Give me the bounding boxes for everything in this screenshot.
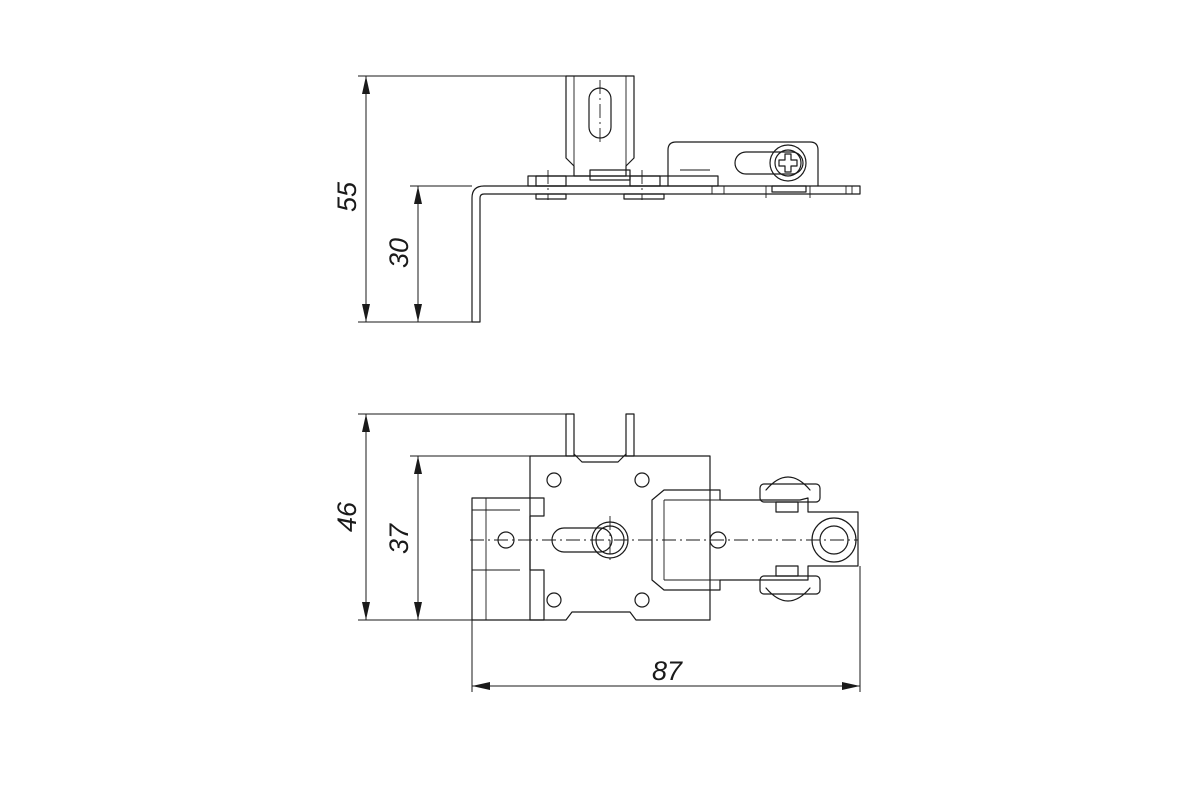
side-view-adjust-slot <box>734 151 804 175</box>
dim-46-label: 46 <box>332 501 362 532</box>
hole-tr <box>634 472 650 488</box>
dim-37-label: 37 <box>384 523 414 554</box>
hole-br <box>634 592 650 608</box>
side-view-dimensions: 55 30 <box>332 75 566 323</box>
top-view-right-arm <box>651 489 859 591</box>
top-view-left-block <box>471 497 545 621</box>
top-view <box>470 413 859 621</box>
side-view-l-bracket <box>471 185 861 323</box>
hole-bl <box>546 592 562 608</box>
side-view-screw <box>769 144 807 182</box>
top-view-main-plate <box>529 455 711 621</box>
side-view-adjuster-housing <box>667 141 819 187</box>
dim-87-label: 87 <box>652 656 683 686</box>
dim-55-label: 55 <box>332 181 362 212</box>
dim-30-label: 30 <box>384 238 414 268</box>
side-view <box>471 75 861 323</box>
hole-tl <box>546 472 562 488</box>
top-view-dimensions: 46 37 87 <box>332 413 861 692</box>
